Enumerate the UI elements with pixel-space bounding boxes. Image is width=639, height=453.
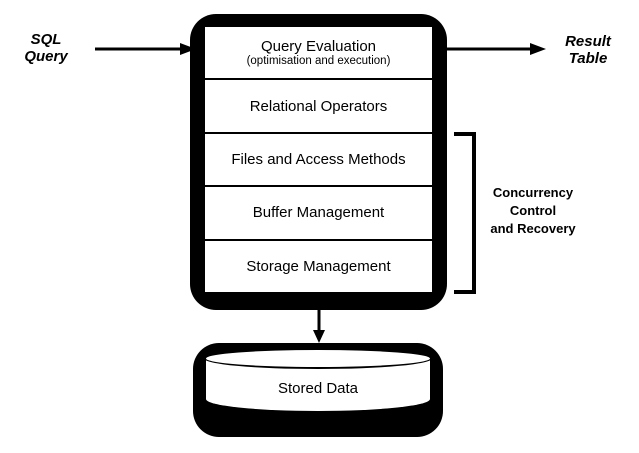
layer-storage-management: Storage Management (205, 241, 432, 292)
concurrency-control-recovery-label: Concurrency Control and Recovery (490, 185, 576, 236)
layer-query-evaluation: Query Evaluation (optimisation and execu… (205, 27, 432, 81)
layer-files-access-methods: Files and Access Methods (205, 134, 432, 188)
layer-storage-management-title: Storage Management (246, 257, 391, 275)
layer-relational-operators-title: Relational Operators (249, 97, 388, 115)
layer-query-evaluation-title: Query Evaluation (260, 37, 377, 55)
sql-query-label: SQL Query (24, 31, 68, 65)
sql-query-arrow (95, 43, 196, 55)
layer-buffer-management: Buffer Management (205, 187, 432, 241)
dbms-stack: Query Evaluation (optimisation and execu… (203, 25, 434, 294)
stored-data-frame: Stored Data (193, 343, 443, 437)
stored-data-label: Stored Data (277, 380, 359, 397)
layer-files-access-methods-title: Files and Access Methods (231, 151, 406, 169)
layer-buffer-management-title: Buffer Management (252, 204, 385, 222)
result-table-label: Result Table (565, 33, 611, 67)
stored-data-arrow (313, 309, 325, 343)
result-table-arrow (447, 43, 546, 55)
concurrency-bracket (454, 132, 476, 294)
layer-query-evaluation-subtitle: (optimisation and execution) (246, 54, 391, 67)
stored-data-cylinder-top (204, 348, 432, 369)
dbms-stack-frame: Query Evaluation (optimisation and execu… (190, 14, 447, 310)
layer-relational-operators: Relational Operators (205, 80, 432, 134)
